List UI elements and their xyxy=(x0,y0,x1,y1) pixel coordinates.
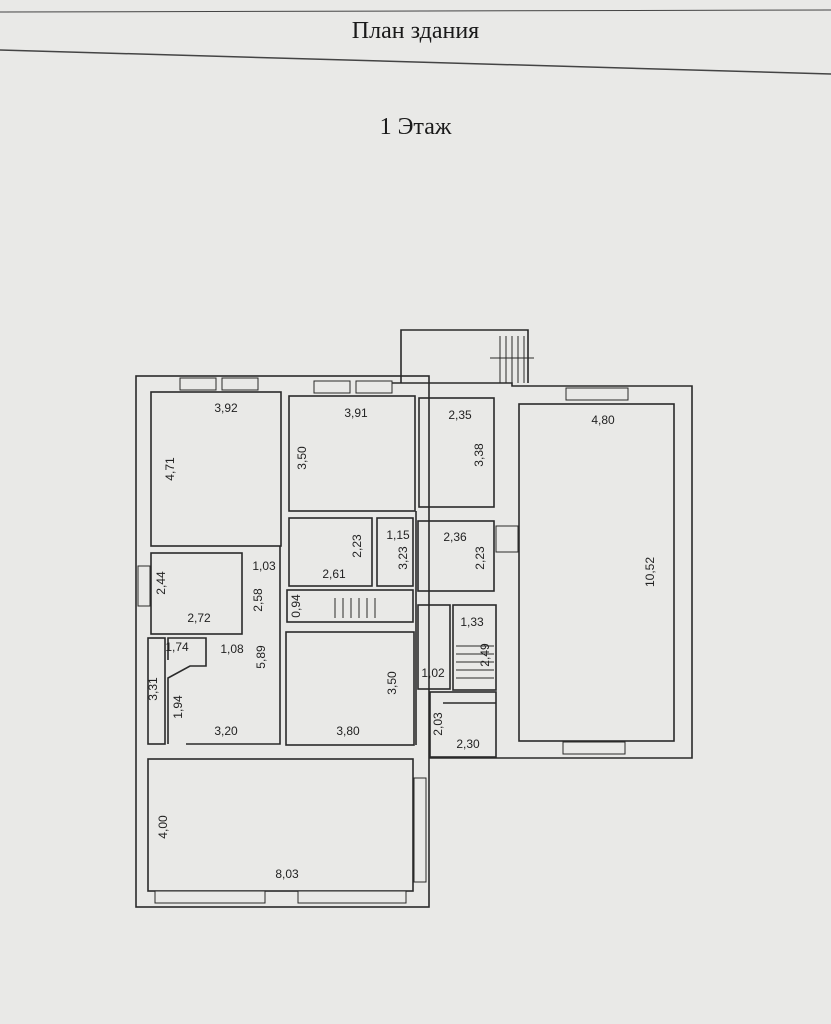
room-r2 xyxy=(288,395,416,512)
label-r13-width: 1,08 xyxy=(220,642,244,656)
room-r4 xyxy=(518,403,675,742)
label-r5-height: 2,23 xyxy=(350,534,364,558)
room-r7 xyxy=(417,520,495,592)
room-r6 xyxy=(376,517,414,587)
outer-wall-east xyxy=(392,382,693,759)
stair-room-a xyxy=(286,589,414,623)
label-r12-width: 1,74 xyxy=(165,640,189,654)
label-r17-width: 8,03 xyxy=(275,867,299,881)
label-r6-width: 1,15 xyxy=(386,528,410,542)
label-r15-width: 3,80 xyxy=(336,724,360,738)
label-r7-height: 2,23 xyxy=(473,546,487,570)
label-r15-height: 3,50 xyxy=(385,671,399,695)
label-r9-height: 2,58 xyxy=(251,588,265,612)
label-r2-width: 3,91 xyxy=(344,406,368,420)
label-r17-height: 4,00 xyxy=(156,815,170,839)
label-r14-height: 5,89 xyxy=(254,645,268,669)
label-r11-width: 1,02 xyxy=(421,666,445,680)
label-r8-width: 2,72 xyxy=(187,611,211,625)
label-r10-width: 1,33 xyxy=(460,615,484,629)
label-r16-height: 2,03 xyxy=(431,712,445,736)
label-r2-height: 3,50 xyxy=(295,446,309,470)
label-r7-width: 2,36 xyxy=(443,530,467,544)
plan-walls xyxy=(135,329,693,908)
page-title: План здания xyxy=(351,18,480,44)
porch xyxy=(400,329,529,383)
corridor-wall xyxy=(186,546,281,745)
outer-wall-west xyxy=(135,375,430,908)
dimension-labels: 3,92 4,71 3,91 3,50 2,35 3,38 4,80 10,52… xyxy=(146,401,657,881)
label-r3-height: 3,38 xyxy=(472,443,486,467)
label-r3-width: 2,35 xyxy=(448,408,472,422)
room-r3 xyxy=(418,397,495,508)
label-r6-height: 3,23 xyxy=(396,546,410,570)
label-r13-height: 1,94 xyxy=(171,695,185,719)
label-r14-width: 3,20 xyxy=(214,724,238,738)
floor-title: 1 Этаж xyxy=(379,114,452,140)
label-r4-width: 4,80 xyxy=(591,413,615,427)
label-r12-height: 3,31 xyxy=(146,677,160,701)
room-r5 xyxy=(288,517,373,587)
room-r1 xyxy=(150,391,282,547)
header-rules xyxy=(0,9,831,75)
stairs xyxy=(334,336,534,679)
label-r5-width: 2,61 xyxy=(322,567,346,581)
room-r11 xyxy=(417,604,451,690)
label-r1-height: 4,71 xyxy=(163,457,177,481)
room-r8 xyxy=(150,552,243,635)
room-r12 xyxy=(147,637,166,745)
room-r17 xyxy=(147,758,414,892)
room-r16 xyxy=(429,691,497,758)
label-r8-height: 2,44 xyxy=(154,571,168,595)
room-r10 xyxy=(452,604,497,691)
label-r9-width: 1,03 xyxy=(252,559,276,573)
windows xyxy=(137,377,629,904)
label-r16-width: 2,30 xyxy=(456,737,480,751)
label-stair-a: 0,94 xyxy=(289,594,303,618)
room-r13 xyxy=(167,637,207,744)
label-r10-height: 2,49 xyxy=(478,643,492,667)
label-r4-height: 10,52 xyxy=(643,557,657,587)
label-r1-width: 3,92 xyxy=(214,401,238,415)
room-r15 xyxy=(285,631,415,746)
